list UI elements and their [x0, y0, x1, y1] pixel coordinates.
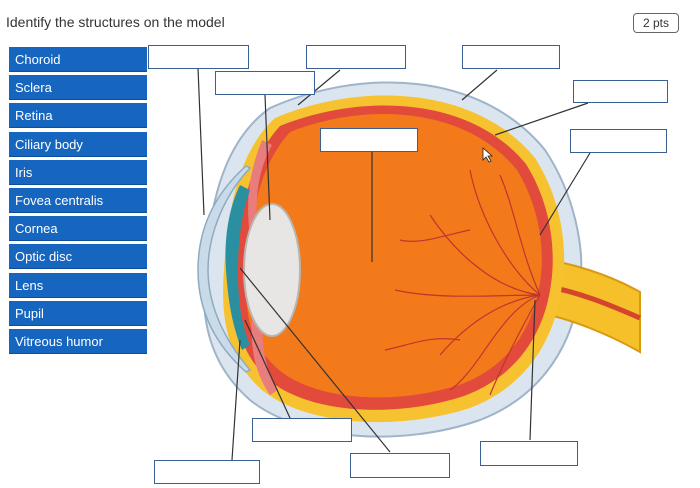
answer-bank: Choroid Sclera Retina Ciliary body Iris …: [9, 47, 147, 357]
drop-zone-8[interactable]: [252, 418, 352, 442]
drop-zone-6[interactable]: [570, 129, 667, 153]
drop-zone-1[interactable]: [148, 45, 249, 69]
cornea-shape: [197, 165, 252, 373]
drop-zone-5[interactable]: [573, 80, 668, 103]
question-title: Identify the structures on the model: [6, 14, 225, 30]
bank-item-fovea-centralis[interactable]: Fovea centralis: [9, 187, 147, 213]
bank-item-lens[interactable]: Lens: [9, 272, 147, 298]
blood-vessels: [384, 169, 541, 396]
leader-lines: [197, 67, 591, 461]
bank-item-optic-disc[interactable]: Optic disc: [9, 244, 147, 270]
drop-zone-4[interactable]: [462, 45, 560, 69]
lens-shape: [243, 203, 301, 337]
drop-zone-9[interactable]: [154, 460, 260, 484]
bank-item-cornea[interactable]: Cornea: [9, 216, 147, 242]
bank-item-retina[interactable]: Retina: [9, 103, 147, 129]
bank-item-pupil[interactable]: Pupil: [9, 300, 147, 326]
cursor-icon: [482, 147, 494, 163]
bank-item-ciliary-body[interactable]: Ciliary body: [9, 131, 147, 157]
drop-zone-2[interactable]: [215, 71, 315, 95]
drop-zone-3[interactable]: [306, 45, 406, 69]
points-badge: 2 pts: [633, 13, 679, 33]
bank-item-iris[interactable]: Iris: [9, 159, 147, 185]
ciliary-body-lower: [251, 320, 278, 395]
bank-item-vitreous-humor[interactable]: Vitreous humor: [9, 328, 147, 354]
ciliary-body-shape: [248, 140, 272, 235]
iris-shape: [225, 185, 250, 350]
bank-item-choroid[interactable]: Choroid: [9, 47, 147, 72]
drop-zone-7[interactable]: [320, 128, 418, 152]
vitreous-body-shape: [246, 113, 542, 398]
bank-item-sclera[interactable]: Sclera: [9, 75, 147, 101]
drop-zone-11[interactable]: [480, 441, 578, 466]
drop-zone-10[interactable]: [350, 453, 450, 478]
